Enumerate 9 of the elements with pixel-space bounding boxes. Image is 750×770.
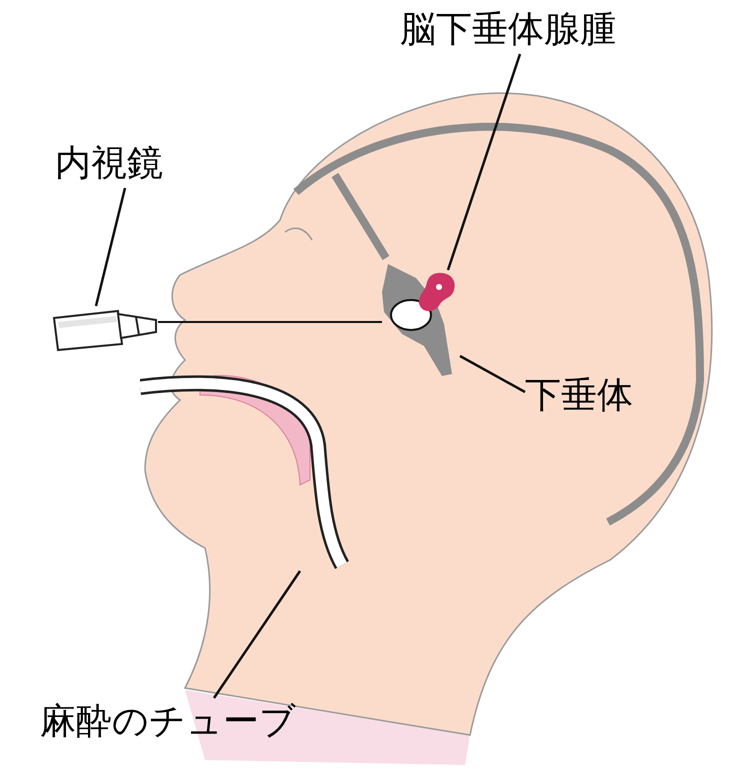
leader-line — [446, 54, 522, 270]
leader-line — [212, 570, 302, 699]
callout-label: 下垂体 — [525, 372, 633, 420]
callout-label: 内視鏡 — [55, 140, 163, 188]
breathing-tube-drawing — [140, 375, 350, 571]
callout-label: 脳下垂体腺腫 — [400, 6, 616, 54]
leader-line — [94, 188, 126, 306]
leader-line — [459, 354, 526, 394]
callout-label: 麻酔のチューブ — [40, 698, 296, 746]
